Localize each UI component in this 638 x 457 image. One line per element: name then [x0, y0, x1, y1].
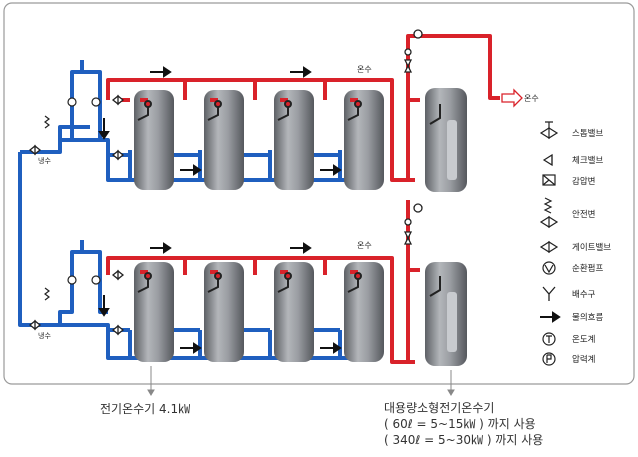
check-valve-icon — [542, 153, 553, 167]
legend: 스톱밸브 체크밸브 감압변 안전변 게이트밸브 순환펌프 배수구 물의흐름 — [539, 121, 611, 366]
stop-valve-icon — [539, 121, 559, 140]
legend-label-0: 스톱밸브 — [572, 128, 603, 139]
large-heater-title: 대용량소형전기온수기 — [384, 401, 495, 415]
heater-tank-bottom-4 — [344, 262, 384, 362]
flow-arrow-icon — [540, 311, 561, 323]
tank-outlet-valves — [137, 100, 441, 297]
heater-tank-top-4 — [344, 90, 384, 190]
heater-tank-top-3 — [274, 90, 314, 190]
legend-label-5: 순환펌프 — [572, 263, 603, 274]
pressure-gauges — [404, 29, 423, 226]
cold-water-label-bottom: 냉수 — [38, 331, 51, 340]
hot-water-out-arrow — [501, 88, 523, 108]
safety-valves — [44, 115, 50, 301]
legend-label-3: 안전변 — [572, 209, 595, 220]
caption-pointers — [147, 366, 455, 396]
large-heater-line2: ( 340ℓ = 5~30㎾ ) 까지 사용 — [384, 433, 544, 447]
line-valves — [28, 59, 413, 336]
flow-arrows — [98, 66, 342, 354]
legend-label-1: 체크밸브 — [572, 155, 603, 166]
hot-water-out-label: 온수 — [524, 94, 539, 103]
cold-water-label-top: 냉수 — [38, 156, 51, 165]
thermometer-icon — [542, 332, 556, 346]
large-heater-caption: 대용량소형전기온수기 ( 60ℓ = 5~15㎾ ) 까지 사용 ( 340ℓ … — [384, 400, 543, 448]
pressure-reducing-valve-icon — [542, 174, 556, 186]
legend-label-9: 압력계 — [572, 354, 595, 365]
heater-tank-bottom-3 — [274, 262, 314, 362]
legend-label-2: 감압변 — [572, 176, 595, 187]
heater-tank-bottom-1 — [134, 262, 174, 362]
legend-label-6: 배수구 — [572, 290, 596, 300]
heater-tank-top-2 — [204, 90, 244, 190]
circulation-pump-icon — [542, 261, 556, 275]
heater-tank-top-1 — [134, 90, 174, 190]
legend-label-7: 물의흐름 — [572, 312, 603, 323]
bypass-pumps — [67, 97, 101, 285]
heater-tank-top-large — [425, 88, 467, 192]
small-heater-caption: 전기온수기 4.1㎾ — [100, 402, 191, 416]
heater-tank-bottom-2 — [204, 262, 244, 362]
gate-valve-icon — [539, 240, 559, 254]
hot-water-label-top: 온수 — [357, 65, 372, 74]
legend-label-8: 온도계 — [572, 334, 595, 345]
large-heater-line1: ( 60ℓ = 5~15㎾ ) 까지 사용 — [384, 417, 536, 431]
pressure-gauge-icon — [542, 352, 556, 366]
safety-valve-icon — [539, 197, 559, 229]
legend-label-4: 게이트밸브 — [572, 242, 611, 253]
diagram-frame — [3, 2, 635, 385]
heater-tank-bottom-large — [425, 262, 467, 366]
drain-icon — [542, 286, 556, 301]
hot-water-label-bottom: 온수 — [357, 241, 372, 250]
